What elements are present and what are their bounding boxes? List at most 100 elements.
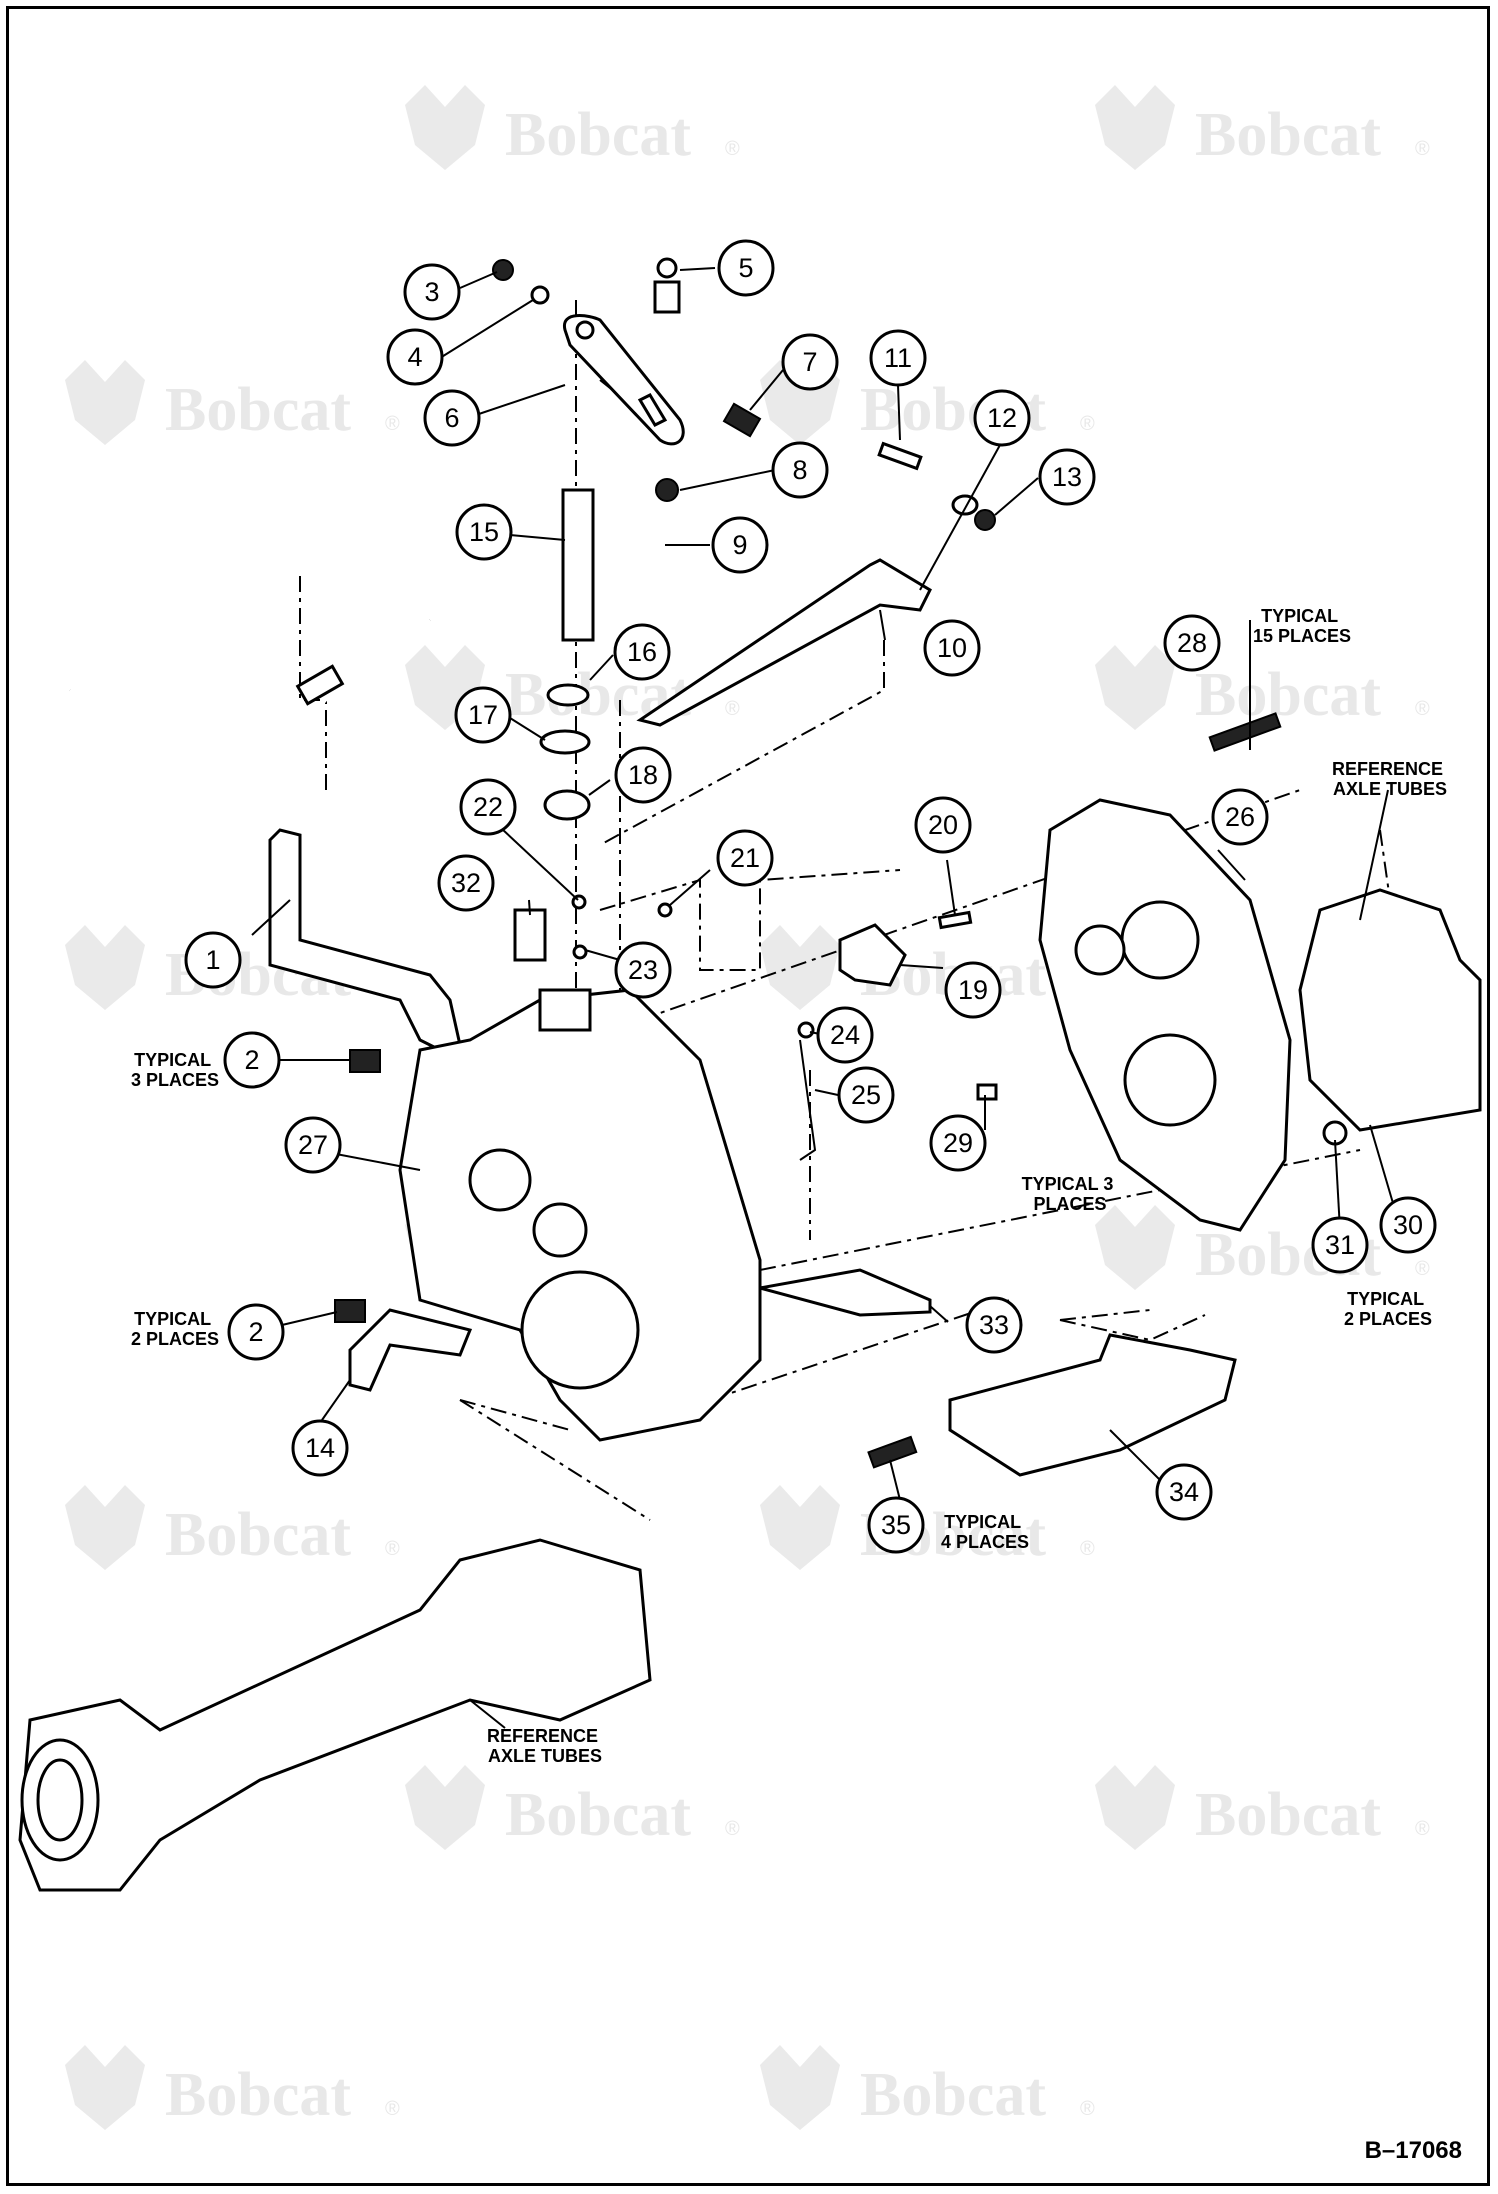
callout-number: 25	[851, 1080, 881, 1110]
watermark-registered: ®	[1415, 1258, 1430, 1280]
watermark-bobcat: Bobcat ®	[405, 85, 740, 170]
callout-19: 19	[944, 961, 1002, 1019]
callout-circle	[227, 1303, 285, 1361]
callout-circle	[455, 503, 513, 561]
watermark-registered: ®	[385, 1538, 400, 1560]
watermark-registered: ®	[385, 2098, 400, 2120]
callout-number: 11	[884, 343, 912, 373]
callout-circle	[284, 1116, 342, 1174]
note-typical-4: TYPICAL 4 PLACES	[941, 1512, 1029, 1552]
callout-circle	[454, 686, 512, 744]
callout-circle	[717, 239, 775, 297]
part-drawings	[18, 257, 1482, 1892]
callout-circle	[291, 1419, 349, 1477]
leader-lines	[251, 267, 1396, 1729]
callout-number: 14	[305, 1433, 335, 1463]
bobcat-logo-icon	[65, 2045, 145, 2130]
callout-number: 10	[937, 633, 967, 663]
callout-number: 22	[473, 792, 503, 822]
callout-number: 2	[244, 1045, 259, 1075]
watermark-text: Bobcat	[505, 101, 691, 169]
callout-circle	[711, 516, 769, 574]
note-typical-3-center: TYPICAL 3 PLACES	[1022, 1174, 1119, 1214]
callout-6: 6	[423, 389, 481, 447]
diagram-frame	[6, 6, 1490, 2186]
callout-number: 19	[958, 975, 988, 1005]
callout-layer: 1223456789101112131415161718192021222324…	[184, 239, 1437, 1554]
callout-circle	[1038, 448, 1096, 506]
callout-29: 29	[929, 1114, 987, 1172]
watermark-registered: ®	[1080, 1538, 1095, 1560]
bobcat-logo-icon	[405, 1765, 485, 1850]
callout-circle	[867, 1496, 925, 1554]
callout-number: 26	[1225, 802, 1255, 832]
bobcat-logo-icon	[760, 1485, 840, 1570]
callout-circle	[184, 931, 242, 989]
callout-circle	[944, 961, 1002, 1019]
callout-number: 30	[1393, 1210, 1423, 1240]
callout-number: 27	[298, 1130, 328, 1160]
watermark-registered: ®	[1080, 413, 1095, 435]
watermark-registered: ®	[725, 138, 740, 160]
watermark-registered: ®	[1415, 138, 1430, 160]
callout-24: 24	[816, 1006, 874, 1064]
callout-26: 26	[1211, 788, 1269, 846]
callout-circle	[614, 746, 672, 804]
callout-circle	[973, 389, 1031, 447]
callout-22: 22	[459, 778, 517, 836]
callout-number: 20	[928, 810, 958, 840]
callout-number: 3	[424, 277, 439, 307]
callout-circle	[614, 941, 672, 999]
callout-circle	[781, 333, 839, 391]
watermark-registered: ®	[1080, 2098, 1095, 2120]
callout-9: 9	[711, 516, 769, 574]
watermark-registered: ®	[725, 698, 740, 720]
callout-31: 31	[1311, 1216, 1369, 1274]
callout-circle	[923, 619, 981, 677]
callout-circle	[403, 263, 461, 321]
callout-number: 7	[802, 347, 817, 377]
callout-circle	[1379, 1196, 1437, 1254]
callout-circle	[1163, 614, 1221, 672]
callout-8: 8	[771, 441, 829, 499]
figure-id: B–17068	[1365, 2137, 1462, 2164]
callout-34: 34	[1155, 1463, 1213, 1521]
bobcat-logo-icon	[1095, 645, 1175, 730]
watermark-bobcat: Bobcat ®	[65, 1485, 400, 1570]
watermark-text: Bobcat	[165, 1501, 351, 1569]
callout-7: 7	[781, 333, 839, 391]
callout-27: 27	[284, 1116, 342, 1174]
callout-circle	[613, 623, 671, 681]
callout-number: 12	[987, 403, 1017, 433]
callout-circle	[869, 329, 927, 387]
callout-21: 21	[716, 829, 774, 887]
notes-layer: TYPICAL 15 PLACES REFERENCE AXLE TUBES T…	[131, 606, 1462, 2164]
callout-circle	[929, 1114, 987, 1172]
callout-number: 31	[1325, 1230, 1355, 1260]
note-reference-axle-right: REFERENCE AXLE TUBES	[1332, 759, 1448, 799]
note-typical-15: TYPICAL 15 PLACES	[1253, 606, 1351, 646]
note-reference-axle-bottom: REFERENCE AXLE TUBES	[487, 1726, 603, 1766]
watermark-text: Bobcat	[165, 2061, 351, 2129]
watermark-bobcat: Bobcat®	[760, 1485, 1095, 1570]
callout-13: 13	[1038, 448, 1096, 506]
callout-circle	[816, 1006, 874, 1064]
callout-18: 18	[614, 746, 672, 804]
watermark-bobcat: Bobcat®	[65, 360, 400, 445]
bobcat-logo-icon	[65, 1485, 145, 1570]
callout-number: 28	[1177, 628, 1207, 658]
watermark-bobcat: Bobcat ®	[65, 2045, 400, 2130]
callout-35: 35	[867, 1496, 925, 1554]
watermark-text: Bobcat	[1195, 101, 1381, 169]
callout-number: 15	[469, 517, 499, 547]
callout-number: 4	[407, 342, 422, 372]
callout-circle	[437, 854, 495, 912]
watermark-bobcat: Bobcat®	[760, 2045, 1095, 2130]
callout-4: 4	[386, 328, 444, 386]
callout-circle	[223, 1031, 281, 1089]
watermark-bobcat: Bobcat®	[1095, 1765, 1430, 1850]
callout-circle	[386, 328, 444, 386]
callout-number: 18	[628, 760, 658, 790]
callout-20: 20	[914, 796, 972, 854]
